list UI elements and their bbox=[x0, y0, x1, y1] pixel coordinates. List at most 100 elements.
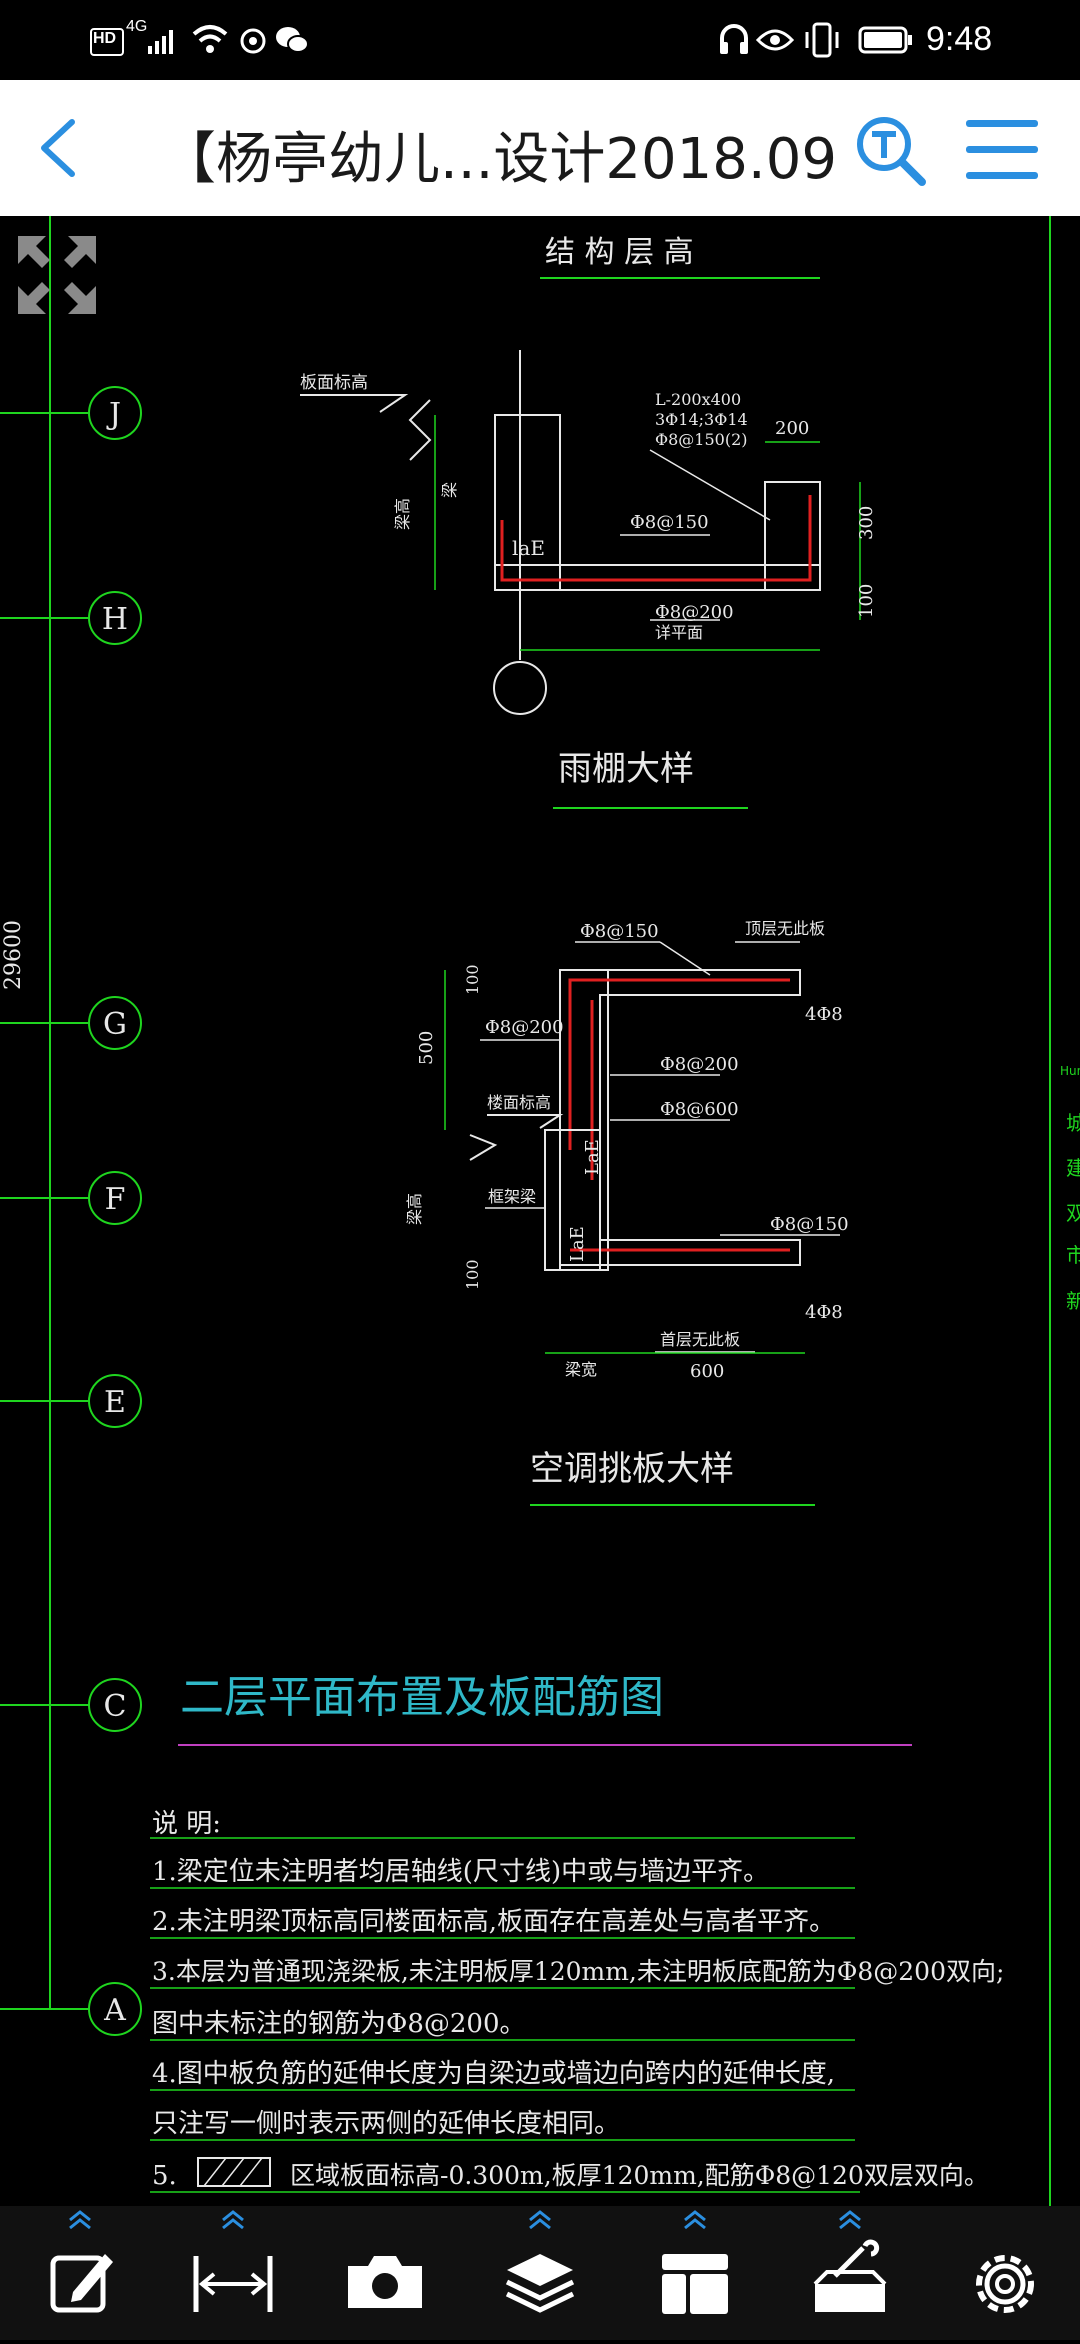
settings-icon bbox=[976, 2255, 1034, 2313]
drawing-canvas[interactable]: 29600 J H G F E C bbox=[0, 216, 1080, 2206]
battery-icon bbox=[858, 26, 912, 54]
right-edge-labels: Hun 城 建 双 市 新 bbox=[1060, 1064, 1080, 1313]
axis-A: A bbox=[0, 1982, 142, 2036]
axis-J: J bbox=[0, 386, 142, 440]
laE-bottom-2: LaE bbox=[567, 1226, 588, 1262]
axis-label-J: J bbox=[106, 397, 121, 432]
section2-caption: 空调挑板大样 bbox=[530, 1449, 734, 1489]
notes-block: 说 明: 1.梁定位未注明者均居轴线(尺寸线)中或与墙边平齐。 2.未注明梁顶标… bbox=[150, 1809, 1004, 2193]
wifi-icon bbox=[192, 25, 228, 53]
camera-icon bbox=[348, 2256, 422, 2308]
note-3-cont: 图中未标注的钢筋为Φ8@200。 bbox=[152, 2009, 525, 2039]
axis-label-F: F bbox=[105, 1182, 126, 1217]
eye-icon bbox=[756, 29, 794, 51]
edge-label-2: 建 bbox=[1066, 1156, 1080, 1180]
hamburger-menu-icon[interactable] bbox=[964, 118, 1040, 182]
layers-icon bbox=[505, 2210, 575, 2313]
laE-1: laE bbox=[512, 536, 545, 560]
ac-ledge-detail: Φ8@150 顶层无此板 100 500 Φ8@200 4Φ8 Φ8@200 楼… bbox=[405, 919, 849, 1506]
label-beam-width-2: 梁宽 bbox=[565, 1360, 597, 1379]
label-bottom-slab-2: 首层无此板 bbox=[660, 1330, 740, 1349]
edge-label-4: 市 bbox=[1066, 1243, 1080, 1267]
section1-heading: 结 构 层 高 bbox=[545, 235, 694, 270]
note-4-cont: 只注写一侧时表示两侧的延伸长度相同。 bbox=[152, 2109, 620, 2139]
dim-100-1: 100 bbox=[856, 584, 877, 618]
dim-100-top-2: 100 bbox=[463, 964, 482, 995]
app-header: 【杨亭幼儿...设计2018.09 bbox=[0, 80, 1080, 217]
axis-G: G bbox=[0, 996, 142, 1050]
axis-label-H: H bbox=[102, 602, 128, 637]
magnifier-t-icon[interactable] bbox=[852, 112, 928, 188]
plan-title: 二层平面布置及板配筋图 bbox=[180, 1672, 664, 1723]
camera-button[interactable] bbox=[310, 2206, 460, 2340]
rebar-mid-200-2: Φ8@200 bbox=[660, 1054, 739, 1075]
note-4: 4.图中板负筋的延伸长度为自梁边或墙边向跨内的延伸长度, bbox=[152, 2059, 835, 2089]
dim-200-1: 200 bbox=[775, 418, 809, 439]
canopy-detail: 结 构 层 高 板面标高 梁高 梁 laE L-200x400 3Φ14;3Φ1… bbox=[300, 235, 877, 809]
status-bar: HD 4G 9:48 bbox=[0, 0, 1080, 80]
rebar-mid-600-2: Φ8@600 bbox=[660, 1099, 739, 1120]
edit-icon bbox=[50, 2210, 113, 2313]
label-top-slab-2: 顶层无此板 bbox=[745, 919, 825, 938]
label-beam-1: 梁 bbox=[440, 482, 459, 498]
measure-icon bbox=[193, 2210, 273, 2312]
edge-label-3: 双 bbox=[1066, 1201, 1080, 1225]
edit-button[interactable] bbox=[5, 2206, 155, 2340]
bars-bottom-2: 4Φ8 bbox=[805, 1302, 843, 1323]
chevron-left-icon[interactable] bbox=[30, 116, 90, 180]
label-beam-height-2: 梁高 bbox=[405, 1193, 424, 1225]
label-frame-beam-2: 框架梁 bbox=[488, 1187, 536, 1206]
document-title: 【杨亭幼儿...设计2018.09 bbox=[160, 127, 837, 192]
beam-spec-1: L-200x400 bbox=[655, 390, 741, 409]
signal-icon bbox=[148, 30, 173, 54]
measure-button[interactable] bbox=[158, 2206, 308, 2340]
label-slab-elev-2: 楼面标高 bbox=[487, 1093, 551, 1112]
vibrate-icon bbox=[805, 22, 839, 58]
edge-label-0: Hun bbox=[1060, 1064, 1080, 1078]
hatch-swatch bbox=[197, 2157, 271, 2187]
hd-badge bbox=[90, 28, 124, 56]
edge-label-1: 城 bbox=[1066, 1111, 1080, 1135]
dim-100-bottom-2: 100 bbox=[463, 1259, 482, 1290]
edge-label-5: 新 bbox=[1066, 1289, 1080, 1313]
hd-label: HD bbox=[93, 30, 117, 47]
rebar-150-1: Φ8@150 bbox=[630, 512, 709, 533]
notes-heading: 说 明: bbox=[152, 1809, 221, 1839]
note-1: 1.梁定位未注明者均居轴线(尺寸线)中或与墙边平齐。 bbox=[152, 1857, 769, 1887]
label-flat-1: 详平面 bbox=[655, 623, 703, 642]
sync-icon bbox=[240, 28, 266, 54]
dim-600-2: 600 bbox=[690, 1361, 724, 1382]
axis-label-E: E bbox=[104, 1385, 126, 1420]
section1-caption: 雨棚大样 bbox=[558, 749, 694, 789]
rebar-bottom-2: Φ8@150 bbox=[770, 1214, 849, 1235]
beam-spec-2: 3Φ14;3Φ14 bbox=[655, 410, 748, 429]
layout-button[interactable] bbox=[620, 2206, 770, 2340]
dim-300-1: 300 bbox=[856, 506, 877, 540]
settings-button[interactable] bbox=[930, 2206, 1080, 2340]
layout-icon bbox=[662, 2210, 728, 2314]
bars-top-2: 4Φ8 bbox=[805, 1004, 843, 1025]
note-2: 2.未注明梁顶标高同楼面标高,板面存在高差处与高者平齐。 bbox=[152, 1907, 835, 1937]
beam-spec-3: Φ8@150(2) bbox=[655, 430, 748, 449]
layers-button[interactable] bbox=[465, 2206, 615, 2340]
rebar-top-2: Φ8@150 bbox=[580, 921, 659, 942]
clock: 9:48 bbox=[926, 20, 993, 58]
axis-label-G: G bbox=[103, 1007, 127, 1042]
fullscreen-icon[interactable] bbox=[16, 234, 98, 316]
label-slab-elev-1: 板面标高 bbox=[300, 373, 368, 393]
laE-top-2: LaE bbox=[582, 1139, 603, 1175]
bottom-toolbar bbox=[0, 2206, 1080, 2340]
axis-label-C: C bbox=[104, 1689, 127, 1724]
signal-label: 4G bbox=[126, 18, 148, 35]
axis-F: F bbox=[0, 1171, 142, 1225]
rebar-200-1: Φ8@200 bbox=[655, 602, 734, 623]
note-5-number: 5. bbox=[152, 2161, 177, 2191]
wechat-icon bbox=[276, 27, 309, 53]
toolbox-icon bbox=[813, 2210, 887, 2312]
label-beam-height-1: 梁高 bbox=[393, 498, 412, 530]
dim-500-2: 500 bbox=[416, 1031, 437, 1065]
note-5-text: 区域板面标高-0.300m,板厚120mm,配筋Φ8@120双层双向。 bbox=[290, 2161, 989, 2190]
headphones-icon bbox=[720, 24, 748, 54]
toolbox-button[interactable] bbox=[775, 2206, 925, 2340]
axis-E: E bbox=[0, 1374, 142, 1428]
